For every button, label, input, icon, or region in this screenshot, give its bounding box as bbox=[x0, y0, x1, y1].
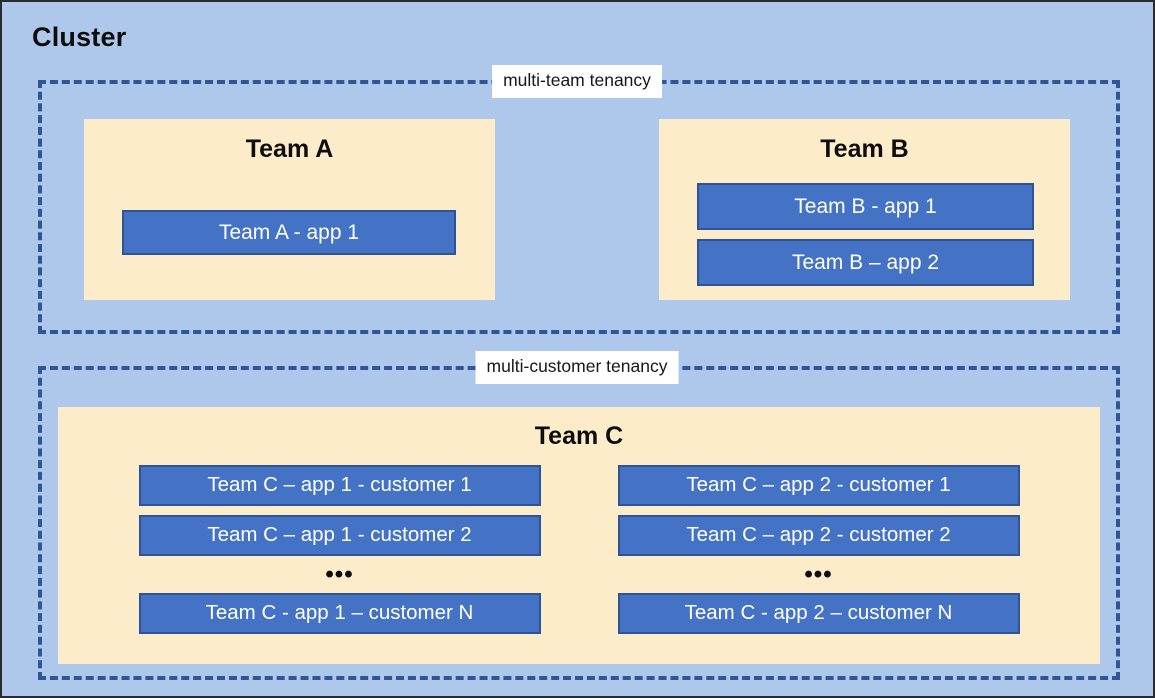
team-box-team-b: Team B Team B - app 1 Team B – app 2 bbox=[659, 119, 1070, 300]
tenancy-label-multi-team: multi-team tenancy bbox=[492, 65, 662, 98]
app-box-team-a-app-1[interactable]: Team A - app 1 bbox=[122, 210, 456, 255]
team-title-team-a: Team A bbox=[245, 135, 334, 163]
app-box-team-c-app-2-customer-n[interactable]: Team C - app 2 – customer N bbox=[617, 593, 1020, 634]
app-column-team-c-app-2: Team C – app 2 - customer 1 Team C – app… bbox=[617, 465, 1020, 634]
tenancy-label-multi-customer: multi-customer tenancy bbox=[475, 351, 679, 384]
app-box-team-c-app-1-customer-2[interactable]: Team C – app 1 - customer 2 bbox=[138, 515, 541, 556]
app-list-team-a: Team A - app 1 bbox=[122, 210, 456, 255]
cluster-title: Cluster bbox=[32, 22, 127, 52]
app-box-team-c-app-1-customer-n[interactable]: Team C - app 1 – customer N bbox=[138, 593, 541, 634]
app-box-team-c-app-2-customer-2[interactable]: Team C – app 2 - customer 2 bbox=[617, 515, 1020, 556]
app-list-team-b: Team B - app 1 Team B – app 2 bbox=[697, 183, 1034, 286]
ellipsis-team-c-app-2: ••• bbox=[804, 560, 833, 588]
team-box-team-c: Team C Team C – app 1 - customer 1 Team … bbox=[58, 407, 1100, 664]
team-box-team-a: Team A Team A - app 1 bbox=[84, 119, 495, 300]
app-box-team-b-app-1[interactable]: Team B - app 1 bbox=[697, 183, 1034, 230]
app-box-team-c-app-2-customer-1[interactable]: Team C – app 2 - customer 1 bbox=[617, 465, 1020, 506]
spacer bbox=[139, 506, 541, 515]
app-box-team-b-app-2[interactable]: Team B – app 2 bbox=[697, 239, 1034, 286]
app-list-team-c: Team C – app 1 - customer 1 Team C – app… bbox=[58, 465, 1100, 634]
team-title-team-b: Team B bbox=[820, 135, 909, 163]
app-column-team-c-app-1: Team C – app 1 - customer 1 Team C – app… bbox=[138, 465, 541, 634]
spacer bbox=[618, 506, 1020, 515]
team-title-team-c: Team C bbox=[534, 422, 624, 450]
ellipsis-team-c-app-1: ••• bbox=[325, 560, 354, 588]
app-box-team-c-app-1-customer-1[interactable]: Team C – app 1 - customer 1 bbox=[138, 465, 541, 506]
